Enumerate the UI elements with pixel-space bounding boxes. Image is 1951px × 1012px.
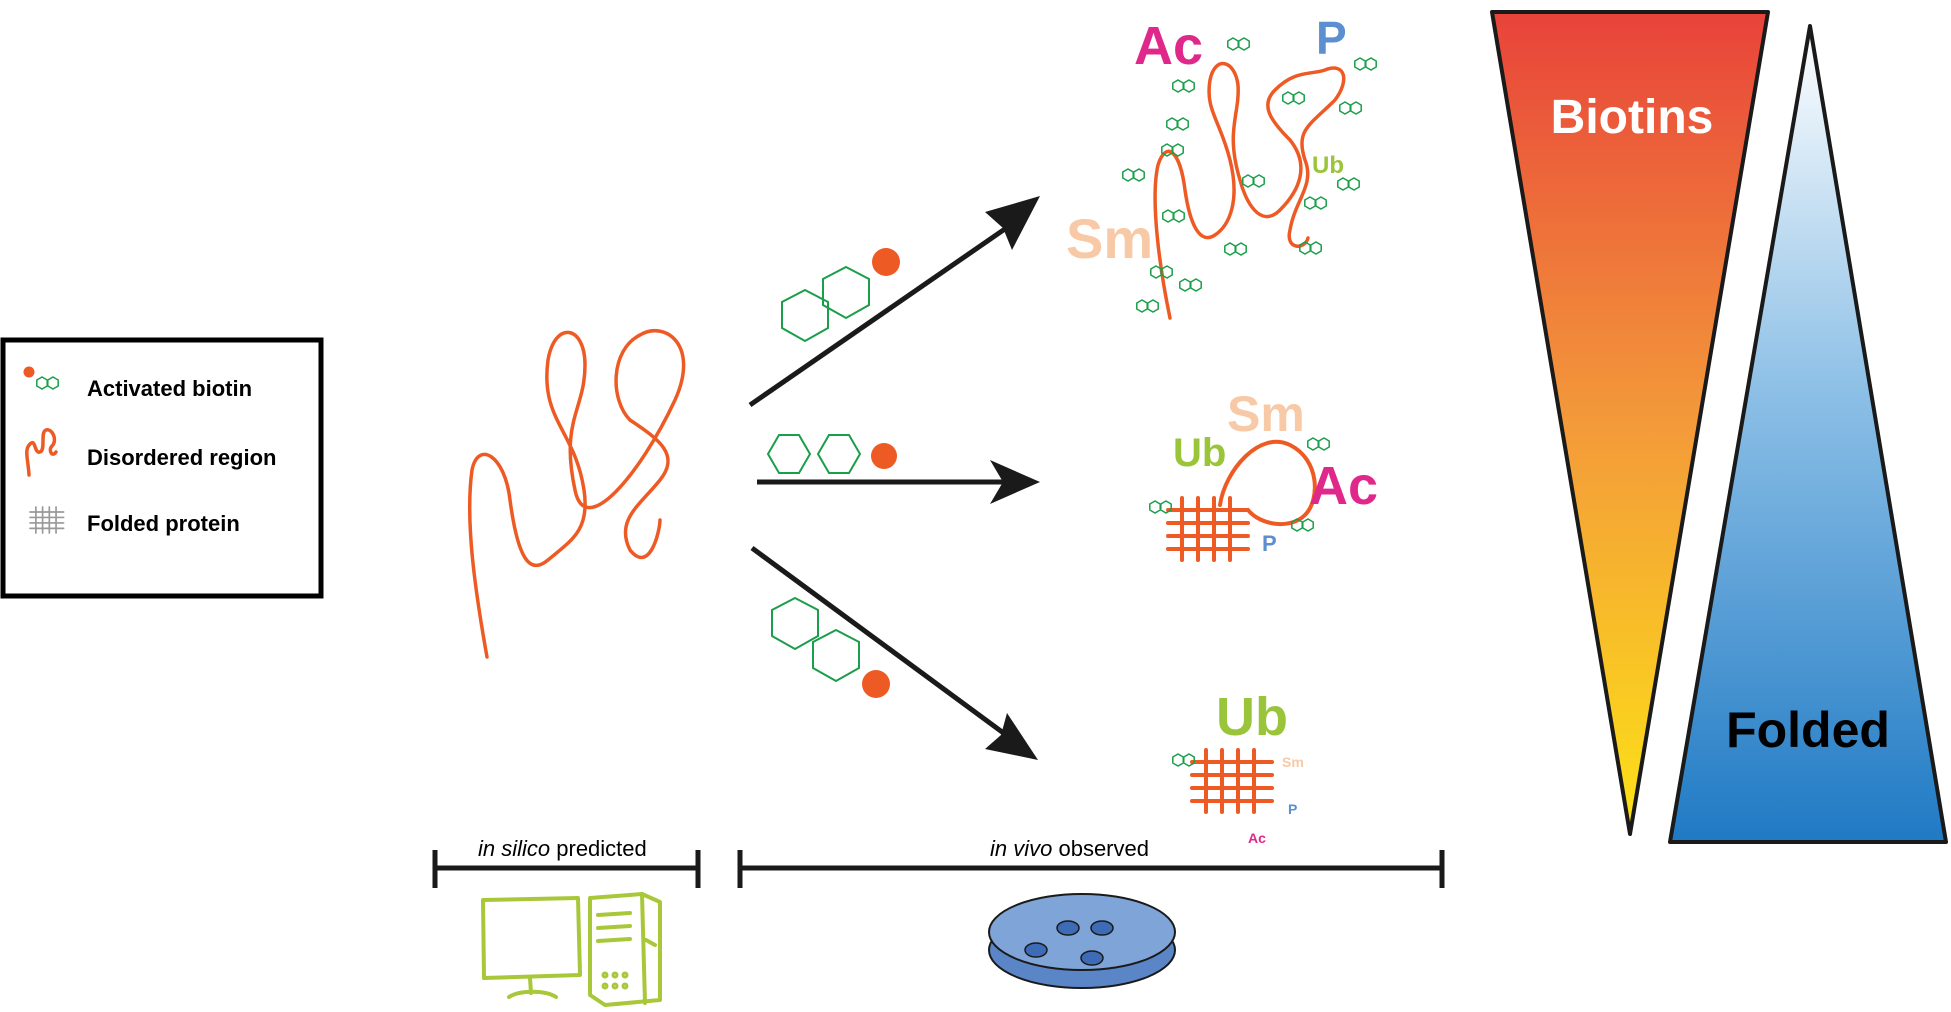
in-vivo-scale: in vivo observed	[737, 836, 1445, 888]
ptm-label-acetyl-bottom: Ac	[1248, 830, 1266, 846]
ptm-label-sumo-top: Sm	[1066, 207, 1153, 270]
ptm-label-ubiquitin-bottom: Ub	[1216, 687, 1288, 747]
in-vivo-label: in vivo observed	[990, 836, 1149, 861]
ptm-label-ubiquitin-top: Ub	[1312, 152, 1344, 179]
disordered-protein-central	[467, 329, 686, 659]
ptm-label-acetyl-middle: Ac	[1309, 456, 1378, 516]
in-silico-label-italic: in silico	[478, 836, 550, 861]
legend-label-activated-biotin: Activated biotin	[87, 376, 252, 401]
biotins-label: Biotins	[1551, 91, 1714, 144]
outcome-folded-protein: Ub Sm P Ac	[1172, 687, 1304, 846]
legend: Activated biotin Disordered region Folde…	[0, 337, 324, 599]
in-vivo-label-italic: in vivo	[990, 836, 1052, 861]
biotins-triangle: Biotins	[1490, 10, 1770, 836]
folded-triangle: Folded	[1668, 24, 1948, 844]
legend-box	[0, 337, 324, 599]
in-silico-label: in silico predicted	[478, 836, 647, 861]
computer-icon	[481, 892, 662, 1007]
activated-biotin-on-arrow-middle	[766, 434, 897, 474]
ptm-label-phospho-top: P	[1316, 12, 1347, 64]
disordered-region-icon	[25, 428, 58, 477]
arrow-up	[748, 196, 1040, 408]
legend-label-disordered-region: Disordered region	[87, 445, 276, 470]
arrow-down	[750, 545, 1038, 760]
legend-label-folded-protein: Folded protein	[87, 511, 240, 536]
ptm-label-phospho-middle: P	[1262, 531, 1277, 556]
folded-label: Folded	[1726, 702, 1890, 758]
activated-biotin-on-arrow-down	[771, 596, 890, 698]
ptm-label-ubiquitin-middle: Ub	[1173, 431, 1226, 475]
in-vivo-label-rest: observed	[1052, 836, 1149, 861]
ptm-label-sumo-bottom: Sm	[1282, 754, 1304, 770]
ptm-label-acetyl-top: Ac	[1134, 16, 1203, 76]
outcome-partially-folded-protein: Sm Ub Ac P	[1149, 386, 1378, 562]
ptm-label-sumo-middle: Sm	[1227, 386, 1305, 442]
petri-dish-icon	[988, 893, 1176, 989]
in-silico-label-rest: predicted	[550, 836, 647, 861]
arrow-middle	[757, 460, 1040, 504]
outcome-disordered-protein: Ac P Ub Sm	[1066, 12, 1377, 320]
ptm-label-phospho-bottom: P	[1288, 801, 1297, 817]
activated-biotin-icon	[23, 366, 59, 390]
in-silico-scale: in silico predicted	[432, 836, 701, 888]
activated-biotin-on-arrow-up	[781, 248, 900, 343]
